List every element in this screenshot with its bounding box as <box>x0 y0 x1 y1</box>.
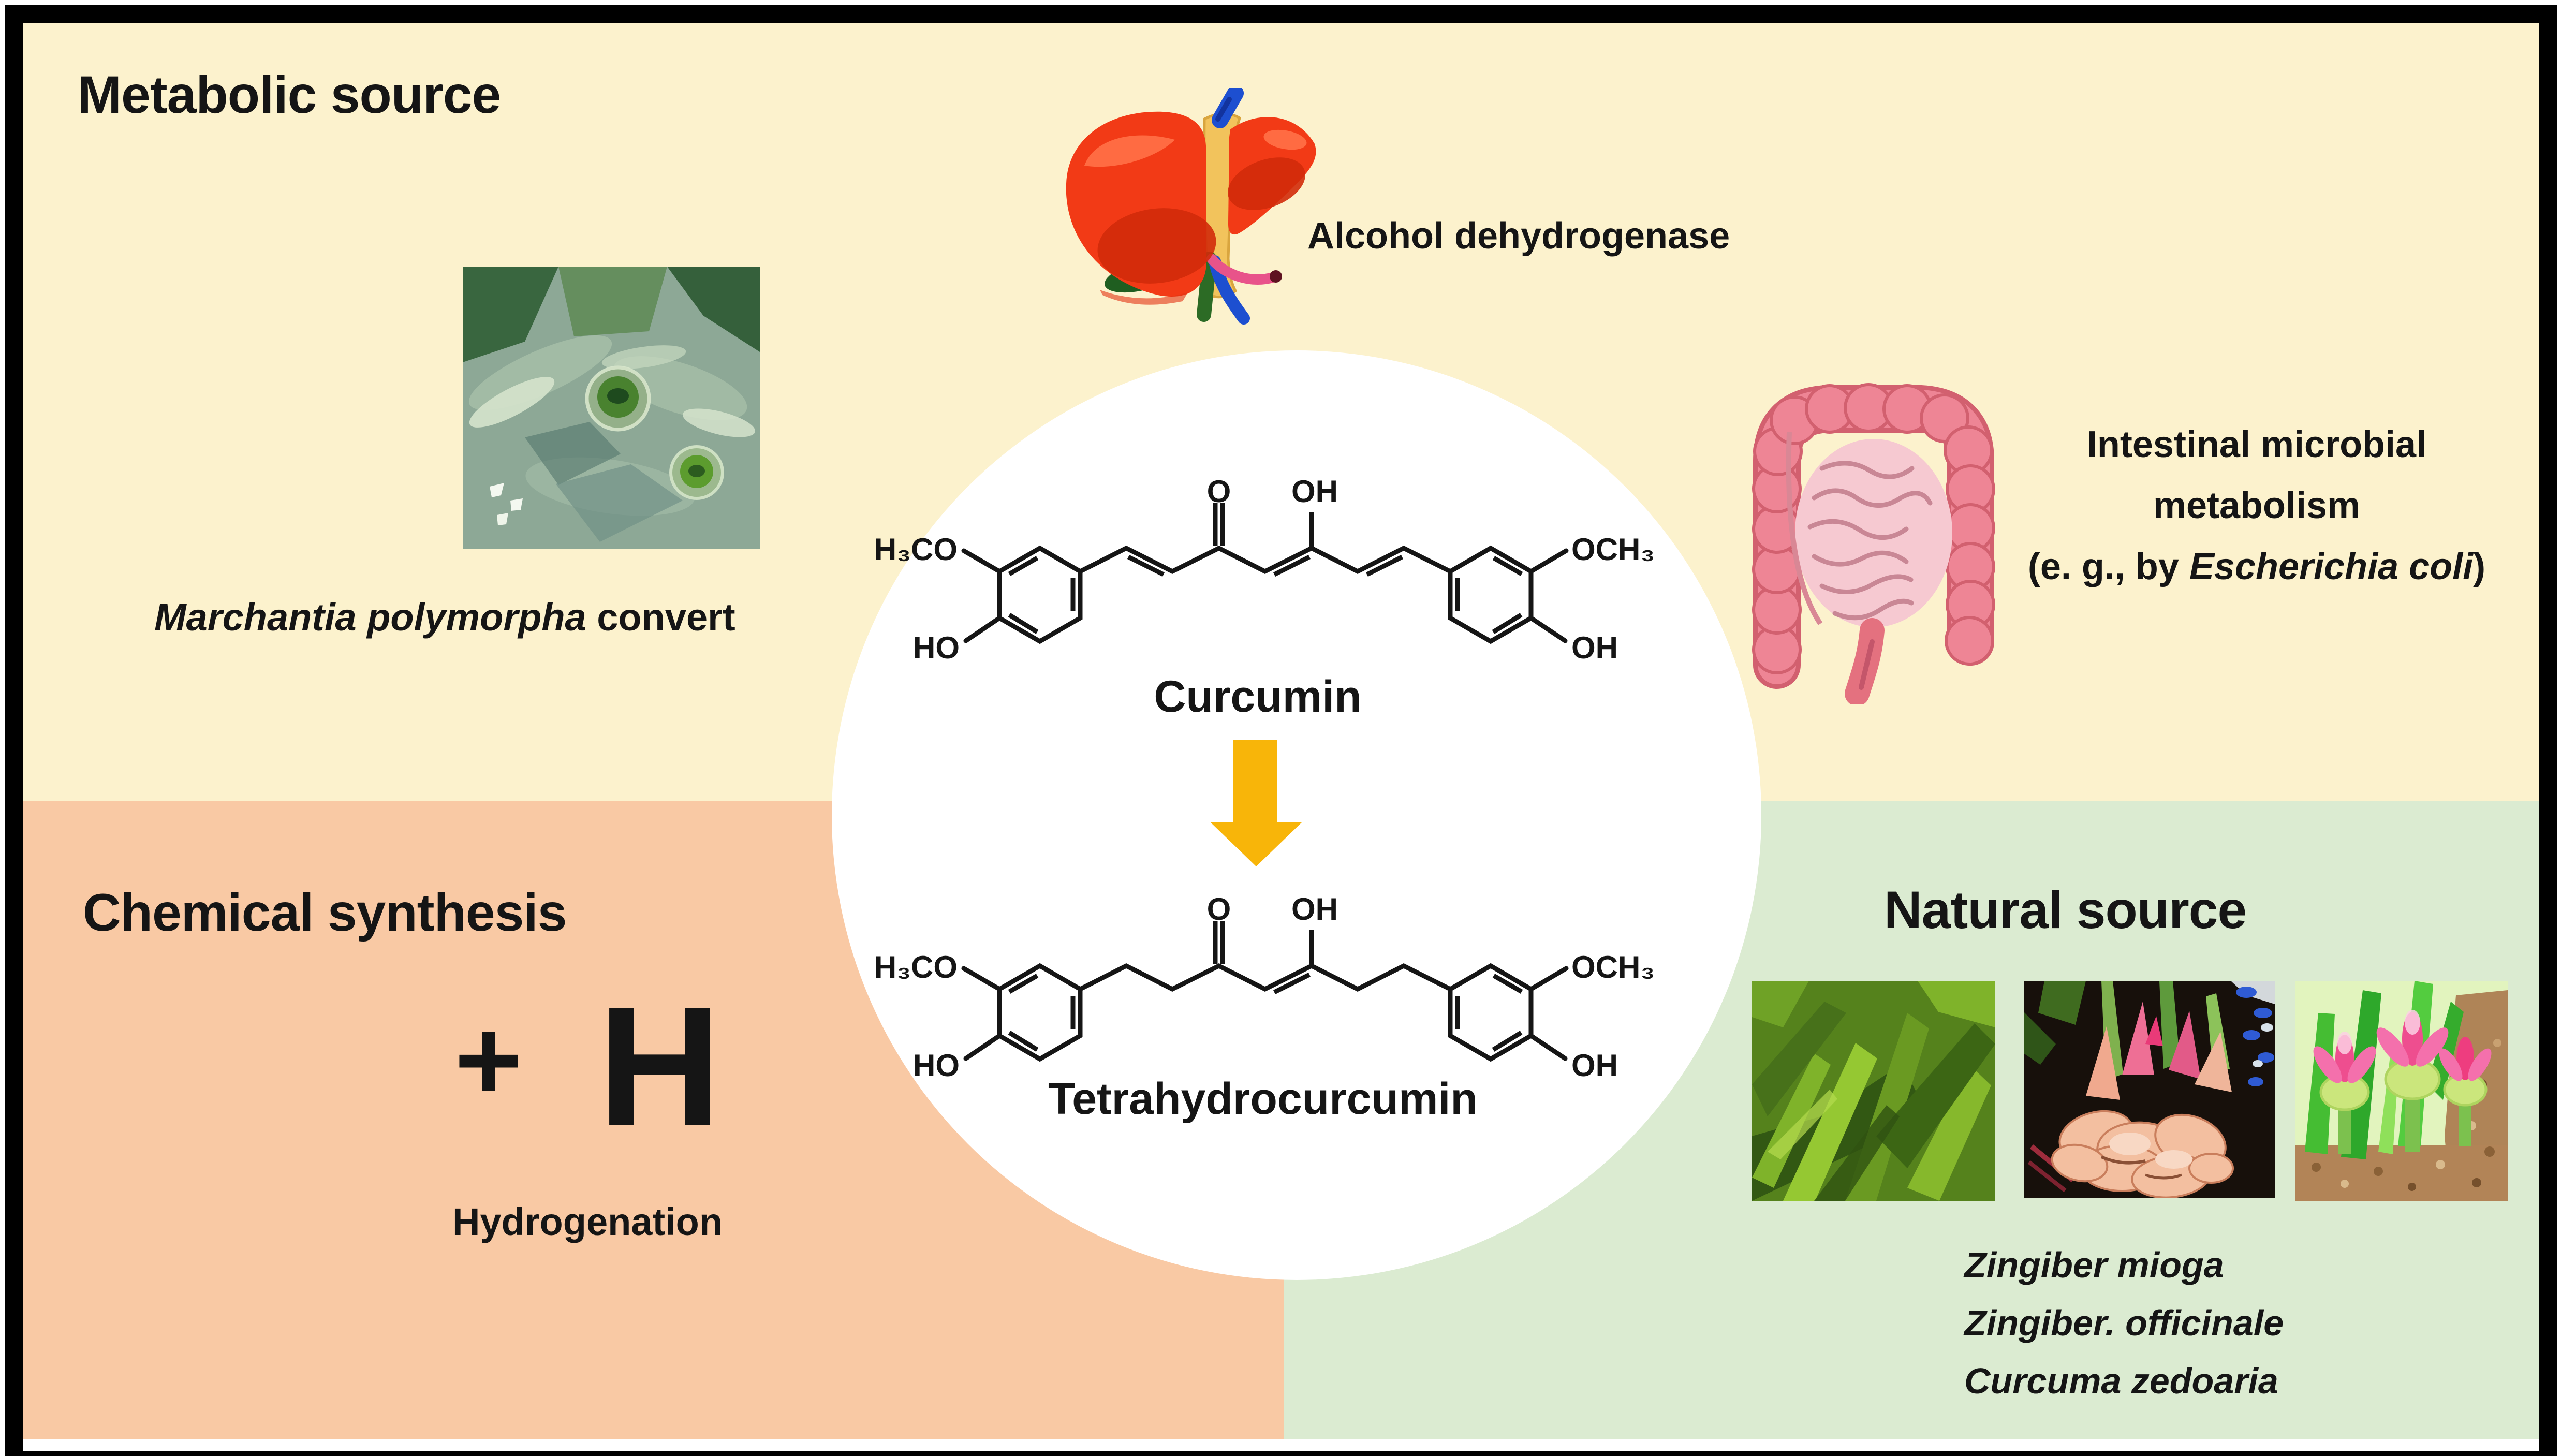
alcohol-dehydrogenase-label: Alcohol dehydrogenase <box>1307 215 1730 257</box>
species-zingiber-officinale: Zingiber. officinale <box>1964 1303 2284 1343</box>
species-curcuma-zedoaria: Curcuma zedoaria <box>1964 1361 2278 1401</box>
marchantia-species-name: Marchantia polymorpha <box>154 596 586 639</box>
central-circle <box>832 350 1761 1280</box>
thc-ho-label: HO <box>913 1048 960 1083</box>
flower-cluster <box>2313 1010 2492 1154</box>
reaction-scheme: O OH H₃CO HO OCH₃ OH Curcumin <box>874 474 1655 1124</box>
thc-enol-oh-label: OH <box>1291 892 1338 926</box>
thc-o-label: O <box>1207 892 1231 926</box>
curcumin-enol-oh-label: OH <box>1291 474 1338 509</box>
intestine-icon <box>1752 383 1995 704</box>
intestinal-line3: (e. g., by Escherichia coli) <box>2027 546 2486 587</box>
thc-oh-label: OH <box>1571 1048 1618 1083</box>
curcumin-oh-label: OH <box>1571 630 1618 665</box>
plus-symbol: + <box>454 994 523 1125</box>
chemical-synthesis-title: Chemical synthesis <box>83 883 567 942</box>
curcumin-o-label: O <box>1207 474 1231 509</box>
marchantia-photo <box>463 267 760 549</box>
marchantia-caption-rest: convert <box>586 596 735 639</box>
intestinal-metabolism-label: Intestinal microbial metabolism (e. g., … <box>1951 414 2561 597</box>
tetrahydrocurcumin-structure: O OH H₃CO HO OCH₃ OH Tetrahydrocurcumin <box>874 892 1655 1124</box>
curcuma-zedoaria-photo <box>2295 981 2508 1201</box>
marchantia-caption: Marchantia polymorpha convert <box>154 595 735 639</box>
zingiber-officinale-photo <box>2024 981 2275 1198</box>
curcumin-h3co-label: H₃CO <box>874 532 958 567</box>
hydrogenation-label: Hydrogenation <box>452 1200 723 1243</box>
curcumin-structure: O OH H₃CO HO OCH₃ OH Curcumin <box>874 474 1655 722</box>
thc-och3-label: OCH₃ <box>1571 950 1655 984</box>
curcumin-name: Curcumin <box>1154 672 1361 722</box>
hydrogen-symbol: H <box>598 970 722 1161</box>
zingiber-mioga-photo <box>1752 981 1995 1201</box>
natural-species-list: Zingiber mioga Zingiber. officinale Curc… <box>1964 1236 2284 1410</box>
ecoli-species-name: Escherichia coli <box>2189 546 2474 587</box>
curcumin-ho-label: HO <box>913 630 960 665</box>
curcumin-och3-label: OCH₃ <box>1571 532 1655 567</box>
metabolic-source-title: Metabolic source <box>78 65 501 124</box>
tetrahydrocurcumin-name: Tetrahydrocurcumin <box>1048 1074 1478 1124</box>
intestinal-line2: metabolism <box>2153 485 2361 526</box>
species-zingiber-mioga: Zingiber mioga <box>1964 1245 2224 1285</box>
reaction-arrow-icon <box>1210 740 1302 866</box>
thc-h3co-label: H₃CO <box>874 950 958 984</box>
intestinal-line1: Intestinal microbial <box>2086 424 2427 465</box>
liver-icon <box>1066 88 1316 325</box>
figure-border <box>5 5 2557 1456</box>
natural-source-title: Natural source <box>1884 880 2247 939</box>
